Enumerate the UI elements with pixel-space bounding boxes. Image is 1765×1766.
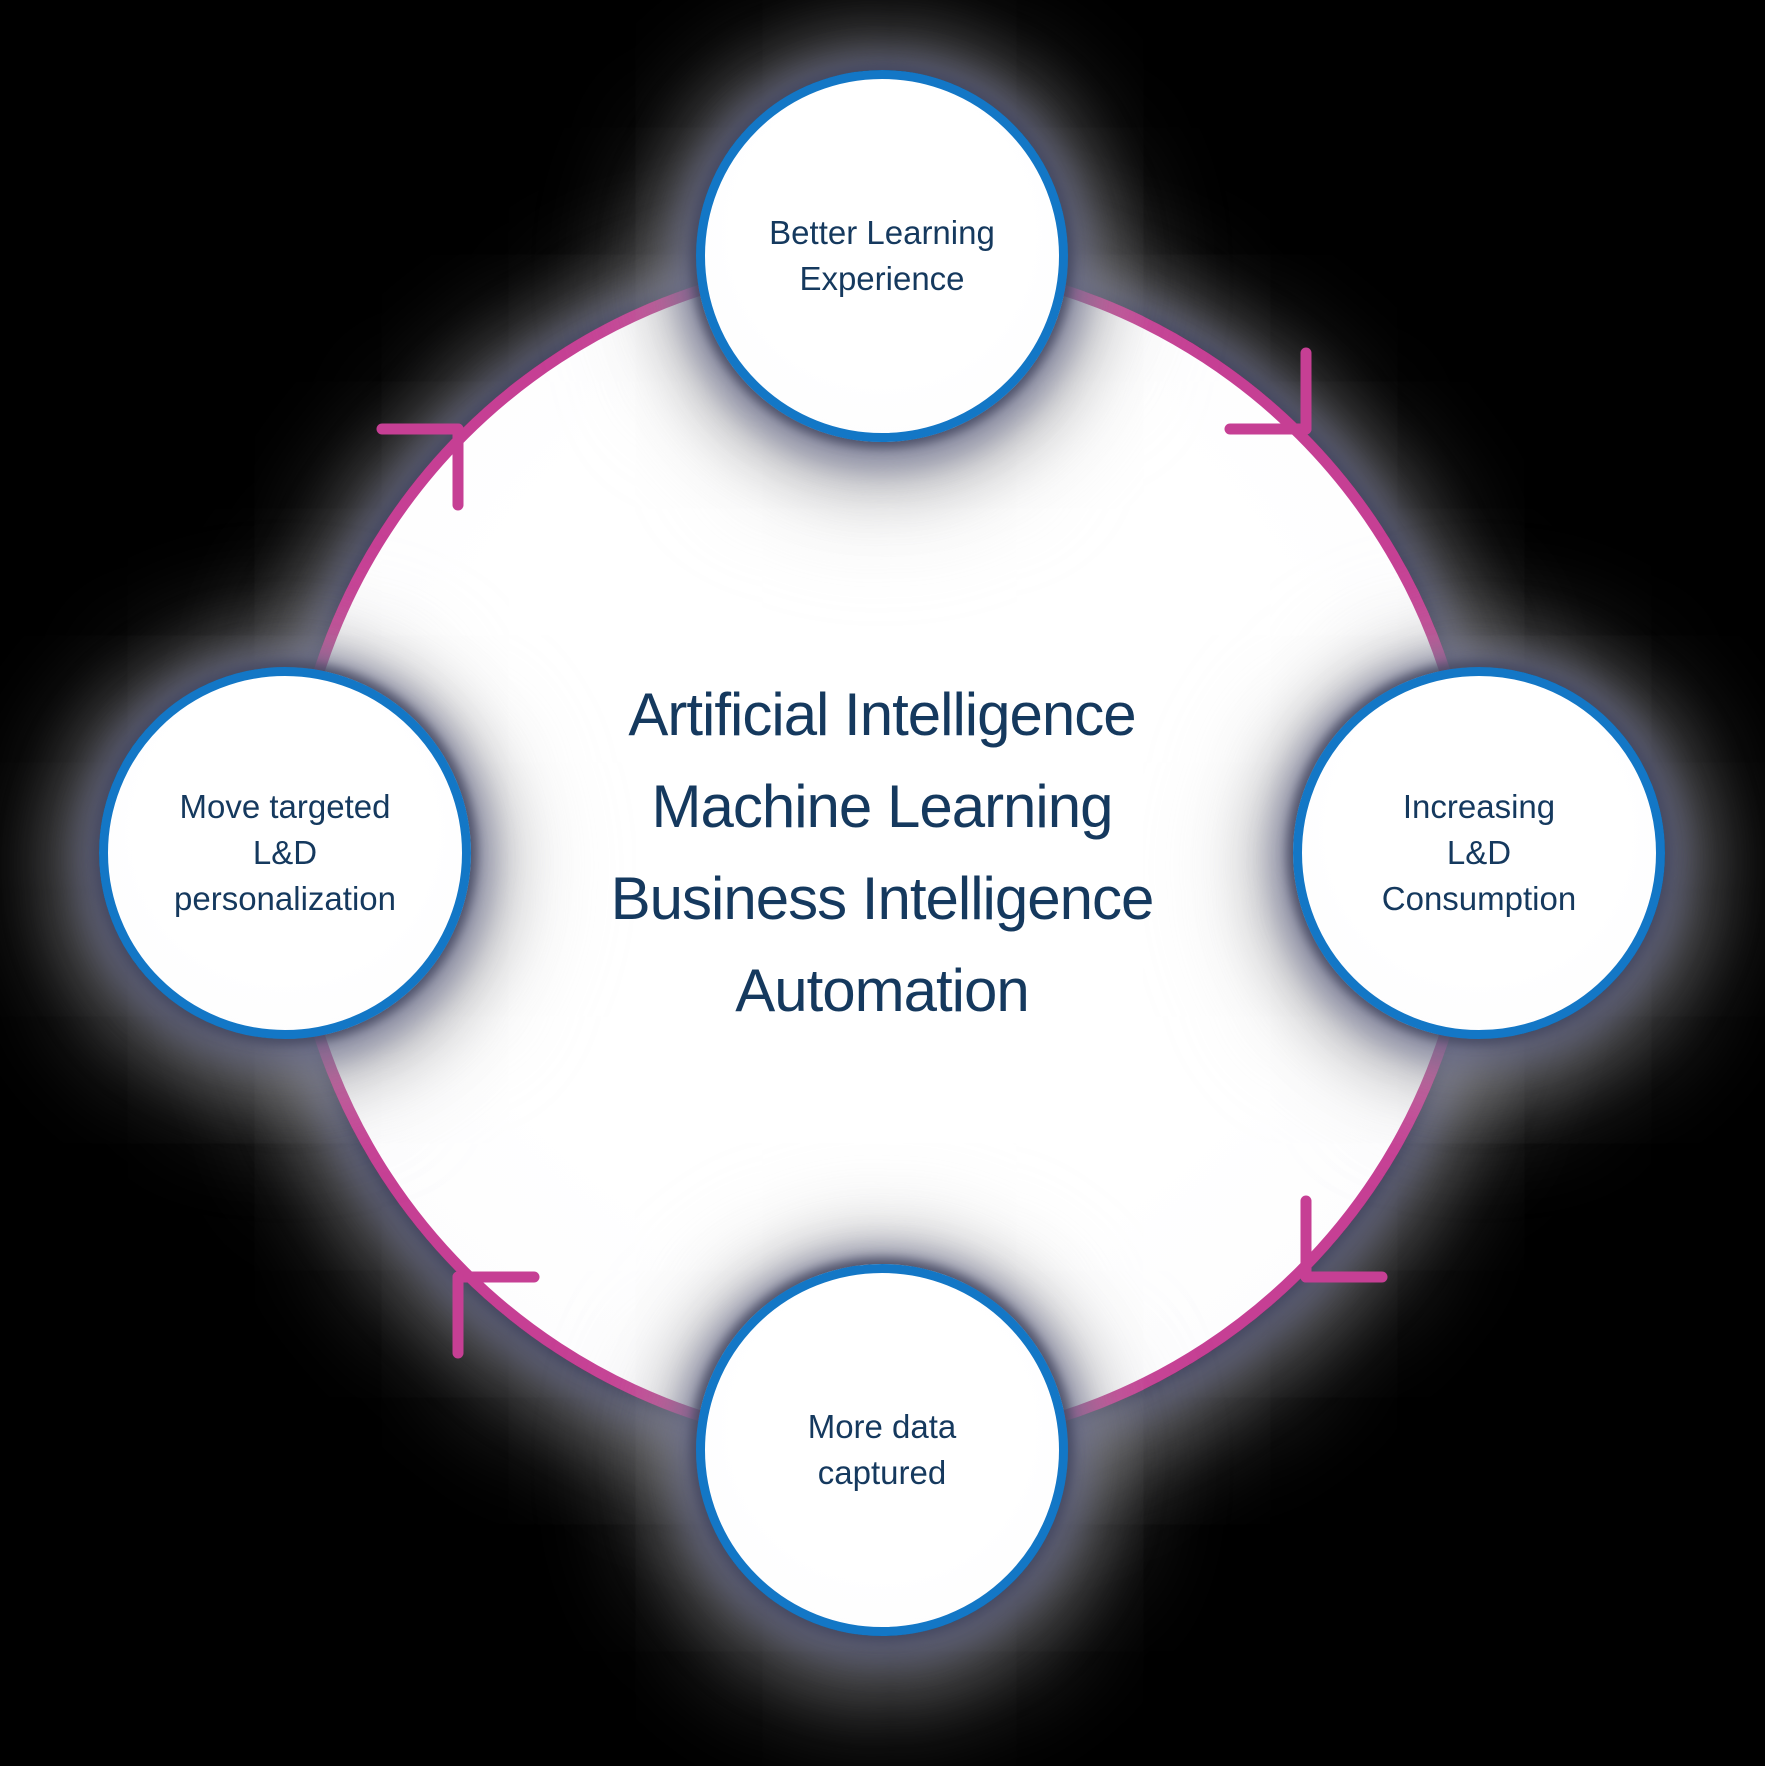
node-label-line: L&D <box>252 834 318 871</box>
node-label-line: Consumption <box>1381 880 1577 917</box>
node-label: Increasing L&D Consumption <box>1382 784 1576 922</box>
node-better-learning-experience: Better Learning Experience <box>696 70 1068 442</box>
node-label-line: captured <box>817 1454 947 1491</box>
node-label-line: personalization <box>174 880 396 917</box>
node-label: More data captured <box>808 1404 957 1496</box>
center-label-line: Automation <box>735 957 1030 1024</box>
node-increasing-ld-consumption: Increasing L&D Consumption <box>1293 667 1665 1039</box>
node-more-data-captured: More data captured <box>696 1264 1068 1636</box>
center-label-line: Business Intelligence <box>610 865 1155 932</box>
node-label: Better Learning Experience <box>769 210 995 302</box>
center-label-line: Machine Learning <box>651 773 1114 840</box>
center-label-line: Artificial Intelligence <box>628 681 1136 748</box>
node-label-line: Increasing <box>1402 788 1556 825</box>
main-cycle-ring: Artificial Intelligence Machine Learning… <box>285 256 1479 1450</box>
node-label: Move targeted L&D personalization <box>174 784 396 922</box>
node-label-line: Better Learning <box>769 214 995 251</box>
node-label-line: L&D <box>1446 834 1512 871</box>
node-label-line: Experience <box>799 260 965 297</box>
center-label: Artificial Intelligence Machine Learning… <box>610 669 1155 1037</box>
node-move-targeted-ld-personalization: Move targeted L&D personalization <box>99 667 471 1039</box>
node-label-line: More data <box>807 1408 957 1445</box>
node-label-line: Move targeted <box>179 788 391 825</box>
